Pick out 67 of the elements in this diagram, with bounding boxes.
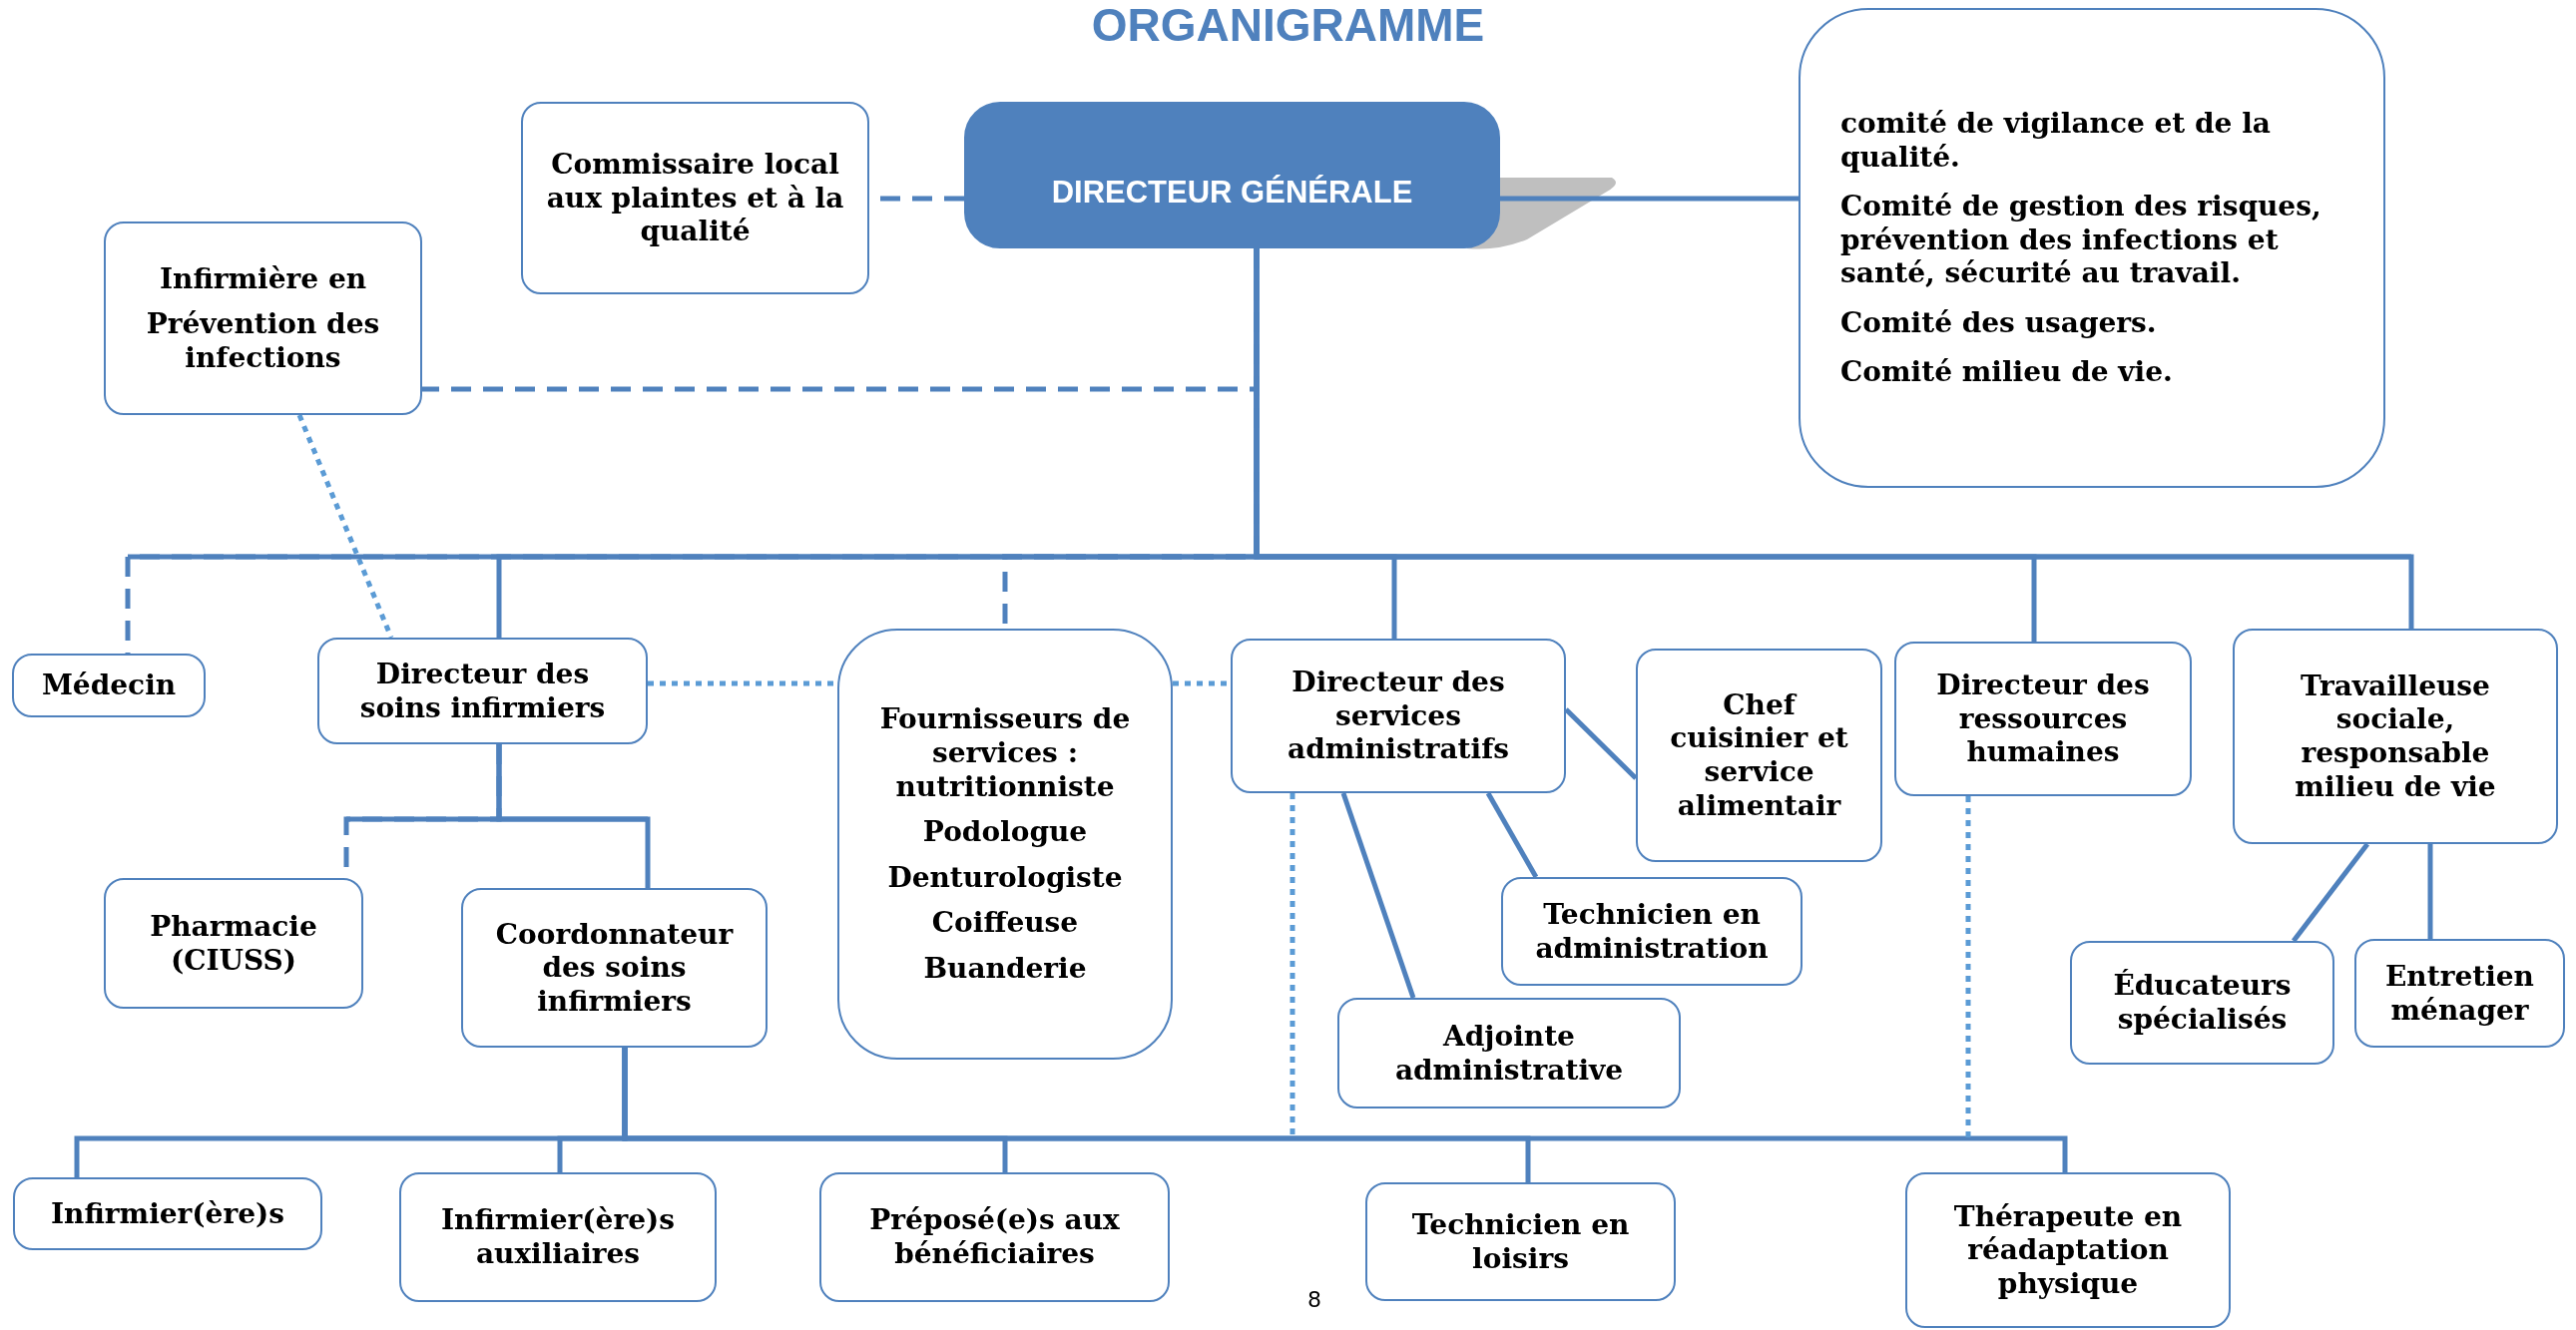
role-text: Infirmière en — [159, 261, 367, 296]
org-box — [2070, 941, 2334, 1065]
role-text: DIRECTEUR GÉNÉRALE — [1051, 173, 1413, 212]
org-box — [399, 1172, 717, 1302]
role-text: Médecin — [41, 668, 177, 702]
role-text: Coordonnateur des soins infirmiers — [494, 917, 735, 1019]
connector-line — [1500, 196, 1799, 202]
connector-line — [496, 744, 502, 819]
connector-line — [1965, 796, 1971, 1138]
org-box — [1337, 998, 1681, 1108]
org-box — [1231, 639, 1566, 793]
role-text: Comité de gestion des risques, prévention des infections et santé, sécurité au travail. — [1840, 190, 2322, 290]
org-box — [1894, 642, 2192, 796]
org-box — [521, 102, 869, 294]
org-box — [1905, 1172, 2231, 1328]
diagram-title: ORGANIGRAMME — [1090, 0, 1486, 52]
role-text: Commissaire local aux plaintes et à la qualité — [545, 148, 845, 248]
connector-line — [622, 1048, 2068, 1172]
role-text: Adjointe administrative — [1393, 1019, 1625, 1088]
connector-line — [1485, 791, 1539, 879]
role-text: Préposé(e)s aux bénéficiaires — [868, 1203, 1121, 1271]
org-box — [1636, 649, 1882, 862]
org-box — [104, 878, 363, 1009]
connector-line — [2427, 844, 2433, 939]
role-text: Directeur des soins infirmiers — [358, 657, 607, 725]
role-text: Buanderie — [923, 952, 1087, 986]
connector-line — [1254, 248, 1260, 557]
org-box — [819, 1172, 1170, 1302]
connector-line — [2292, 842, 2369, 943]
role-text: Infirmier(ère)s auxiliaires — [439, 1203, 676, 1271]
role-text: Thérapeute en réadaptation physique — [1952, 1199, 2184, 1301]
role-text: Travailleuse sociale, responsable milieu de vie — [2294, 668, 2497, 804]
org-box — [1501, 877, 1803, 986]
role-text: Technicien en loisirs — [1410, 1207, 1631, 1276]
role-text: Pharmacie (CIUSS) — [149, 909, 318, 978]
director-box — [964, 102, 1500, 248]
role-text: Comité des usagers. — [1840, 305, 2157, 340]
connector-line — [128, 554, 2411, 560]
connector-line — [1564, 707, 1638, 780]
role-text: Podologue — [922, 815, 1088, 849]
role-text: Comité milieu de vie. — [1840, 355, 2173, 390]
role-text: Directeur des services administratifs — [1287, 665, 1510, 766]
role-text: Entretien ménager — [2384, 959, 2535, 1028]
org-box — [461, 888, 768, 1048]
org-box — [1799, 8, 2385, 488]
connector-line — [1340, 792, 1416, 999]
org-box — [2354, 939, 2565, 1048]
page-number: 8 — [1307, 1287, 1321, 1312]
org-box — [12, 654, 206, 717]
role-text: comité de vigilance et de la qualité. — [1840, 106, 2272, 175]
connector-line — [346, 816, 648, 822]
role-text: Fournisseurs de services : nutritionniste — [878, 702, 1132, 804]
role-text: Denturologiste — [887, 860, 1123, 895]
org-box — [317, 638, 648, 744]
org-box — [104, 222, 422, 415]
role-text: Chef cuisinier et service alimentair — [1669, 687, 1849, 823]
org-box — [837, 629, 1173, 1060]
connector-line — [296, 414, 394, 639]
role-text: Éducateurs spécialisés — [2112, 969, 2293, 1037]
role-text: Infirmier(ère)s — [50, 1196, 284, 1231]
role-text: Coiffeuse — [931, 906, 1079, 940]
org-box — [1365, 1182, 1676, 1301]
role-text: Technicien en administration — [1534, 897, 1770, 966]
role-text: Prévention des infections — [145, 307, 381, 375]
org-box — [13, 1177, 322, 1250]
role-text: Directeur des ressources humaines — [1935, 668, 2151, 769]
org-box — [2233, 629, 2558, 844]
